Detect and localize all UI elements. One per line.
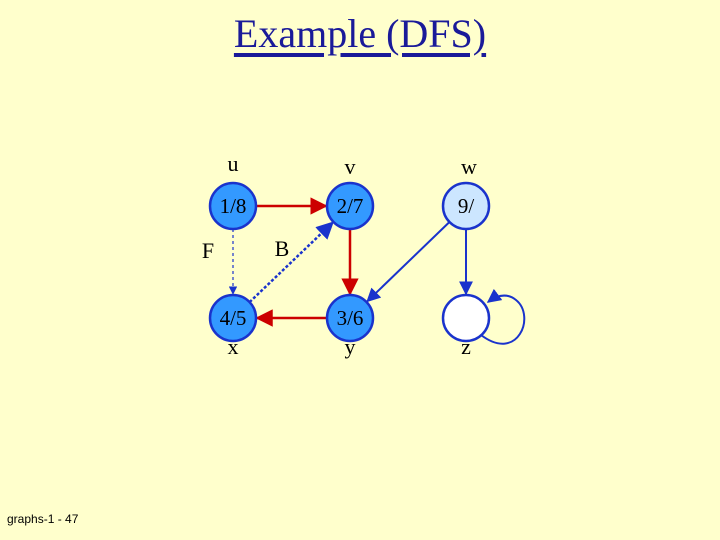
node-w-circle — [441, 181, 491, 231]
node-y-name: y — [345, 334, 356, 359]
node-x-times: 4/5 — [220, 306, 247, 330]
edge-x-v — [248, 221, 334, 303]
edge-z-z — [480, 288, 526, 345]
node-v-circle — [325, 181, 375, 231]
node-v: 2/7 v — [325, 154, 375, 231]
node-w: 9/w — [441, 154, 491, 231]
node-x-circle — [208, 293, 258, 343]
node-z-name: z — [461, 334, 471, 359]
nodes: 1/8 u 2/7 v 9/w 4/5 x 3/6 y z — [208, 151, 491, 359]
node-v-name: v — [345, 154, 356, 179]
node-z-circle — [441, 293, 491, 343]
node-w-name: w — [461, 154, 477, 179]
node-y: 3/6 y — [325, 293, 375, 359]
slide-title: Example (DFS) — [233, 11, 487, 56]
node-y-circle — [325, 293, 375, 343]
edge-label-u-x: F — [202, 238, 214, 263]
node-u: 1/8 u — [208, 151, 258, 231]
node-u-circle — [208, 181, 258, 231]
node-x: 4/5 x — [208, 293, 258, 359]
node-w-times: 9/ — [458, 194, 475, 218]
slide-footer: graphs-1 - 47 — [7, 512, 79, 526]
node-u-name: u — [228, 151, 239, 176]
node-x-name: x — [228, 334, 239, 359]
node-y-times: 3/6 — [337, 306, 364, 330]
edges: BF — [202, 197, 526, 345]
node-z: z — [441, 293, 491, 359]
node-v-times: 2/7 — [337, 194, 364, 218]
edge-label-x-v: B — [275, 236, 290, 261]
node-u-times: 1/8 — [220, 194, 247, 218]
edge-w-y — [366, 221, 451, 303]
